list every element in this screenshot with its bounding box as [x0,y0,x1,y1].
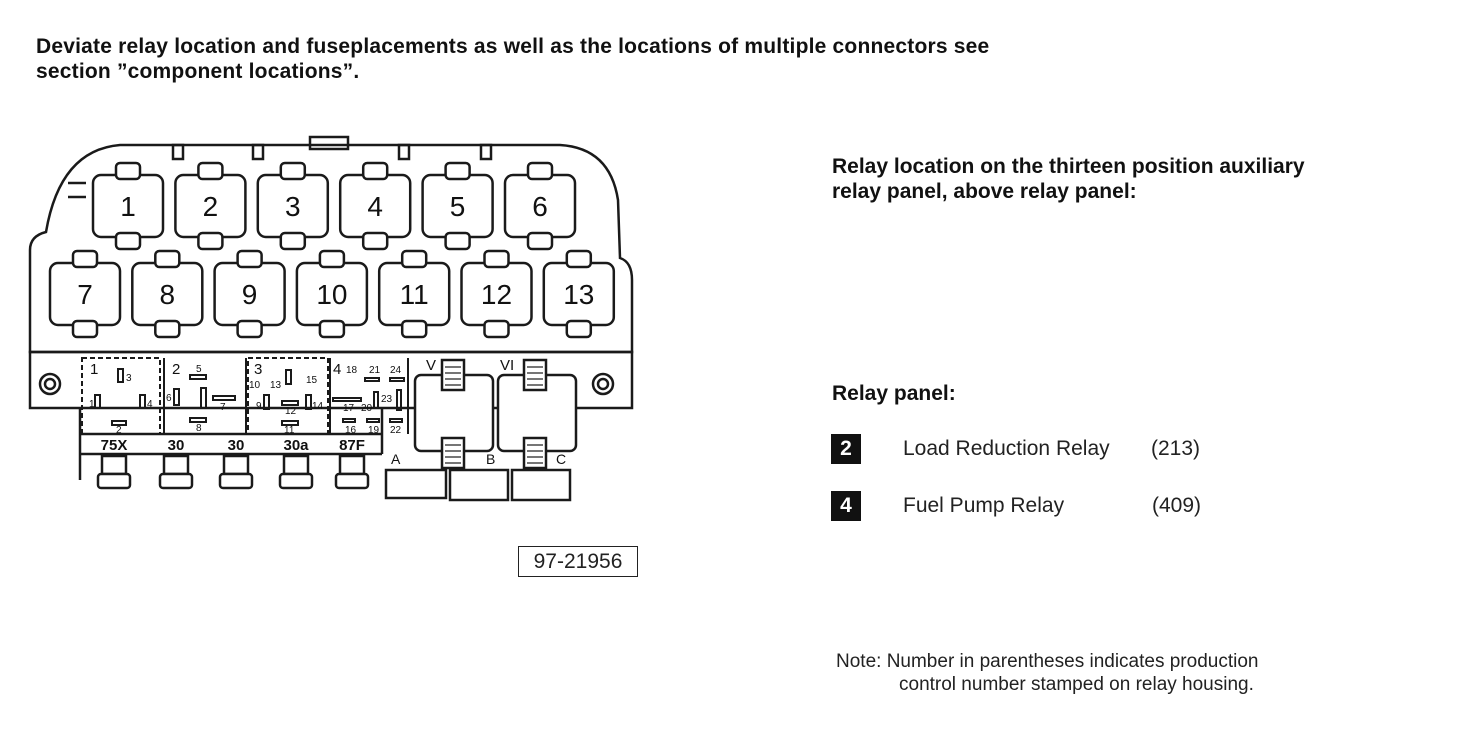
housing-top-tab [308,135,350,151]
aux-position-label: 12 [481,279,512,310]
socket-pin-number: 5 [196,364,202,375]
fuse-terminal [96,454,132,490]
aux-position-label: 8 [160,279,176,310]
relay-name: Fuel Pump Relay [903,494,1065,517]
socket-pin-number: 19 [368,425,380,436]
socket-pin-number: 21 [369,365,381,376]
aux-position-label: 4 [367,191,383,222]
aux-panel-title-line-1: Relay location on the thirteen position … [832,155,1305,178]
mount-hole-left [38,372,62,396]
footnote-line-2: control number stamped on relay housing. [899,674,1254,695]
aux-relay-slot-1 [91,161,165,251]
figure-reference: 97-21956 [518,546,638,577]
aux-relay-slot-2 [174,161,247,251]
page-heading: Deviate relay location and fuseplacement… [36,34,1216,84]
socket-pin-number: 24 [390,365,402,376]
socket-4-label: 4 [333,361,341,378]
socket-pin-number: 9 [256,401,262,412]
plug-a [384,468,448,500]
relay-name: Load Reduction Relay [903,437,1110,460]
aux-panel-housing [28,143,634,354]
socket-3-label: 3 [254,361,262,378]
socket-pin-number: 2 [116,425,122,436]
aux-relay-slot-12 [460,249,533,339]
socket-pin-number: 20 [361,403,373,414]
aux-relay-slot-9 [213,249,286,339]
aux-relay-slot-6 [503,161,577,251]
fuse-label: 75X [101,437,128,454]
aux-relay-slot-8 [131,249,204,339]
socket-pin-number: 15 [306,375,318,386]
fuse-terminal [158,454,194,490]
socket-pin-number: 17 [343,403,355,414]
socket-pin-number: 7 [220,402,226,413]
socket-3-outline [247,357,329,435]
socket-1-label: 1 [90,361,98,378]
aux-relay-slot-4 [338,161,412,251]
aux-panel-title-line-2: relay panel, above relay panel: [832,180,1137,203]
socket-pin-number: 3 [126,373,132,384]
socket-pin-number: 16 [345,425,357,436]
aux-relay-slot-13 [542,249,616,339]
mount-hole-right [591,372,615,396]
aux-relay-slot-11 [377,249,451,339]
socket-pin-number: 4 [147,399,153,410]
footnote: Note: Number in parentheses indicates pr… [836,650,1258,696]
aux-position-label: 9 [242,279,258,310]
fuse-label: 30a [283,437,309,454]
aux-position-label: 13 [563,279,594,310]
aux-relay-slot-5 [421,161,494,251]
socket-pin-number: 18 [346,365,358,376]
aux-relay-slot-10 [295,249,369,339]
socket-pin-number: 12 [285,406,297,417]
plug-c-label: C [556,451,566,467]
socket-pin-number: 23 [381,394,393,405]
socket-pin-number: 6 [166,393,172,404]
socket-1-outline [81,357,161,435]
connector-v-label: V [426,357,436,374]
socket-pin-number: 10 [249,380,261,391]
aux-relay-slot-7 [48,249,122,339]
fuse-terminal [218,454,254,490]
footnote-line-1: Note: Number in parentheses indicates pr… [836,651,1259,672]
fuse-label: 87F [339,437,365,454]
heading-line-2: section ”component locations”. [36,60,360,83]
relay-position-badge: 4 [831,491,861,521]
aux-position-label: 10 [316,279,347,310]
plug-b-label: B [486,451,495,467]
socket-pin-number: 1 [89,399,95,410]
socket-pin-number: 8 [196,423,202,434]
relay-code: (213) [1151,437,1201,460]
connector-vi-label: VI [500,357,514,374]
plug-a-label: A [391,451,401,467]
relay-panel-title: Relay panel: [832,382,956,405]
socket-pin-number: 14 [312,401,324,412]
socket-pin-number: 11 [284,425,295,436]
aux-position-label: 6 [532,191,548,222]
fuse-label: 30 [168,437,185,454]
relay-position-badge: 2 [831,434,861,464]
aux-relay-slot-3 [256,161,330,251]
aux-panel-title: Relay location on the thirteen position … [832,154,1432,204]
aux-position-label: 3 [285,191,301,222]
aux-position-label: 1 [120,191,136,222]
aux-position-label: 2 [203,191,219,222]
socket-pin-number: 22 [390,425,402,436]
relay-code: (409) [1152,494,1202,517]
fuse-label: 30 [228,437,245,454]
fuse-terminal [334,454,370,490]
socket-pin-number: 13 [270,380,282,391]
aux-position-label: 5 [450,191,466,222]
socket-2-label: 2 [172,361,180,378]
plug-c [510,468,572,502]
aux-position-label: 11 [400,279,429,310]
fuse-terminal [278,454,314,490]
aux-position-label: 7 [77,279,93,310]
heading-line-1: Deviate relay location and fuseplacement… [36,35,990,58]
plug-b [448,468,510,502]
